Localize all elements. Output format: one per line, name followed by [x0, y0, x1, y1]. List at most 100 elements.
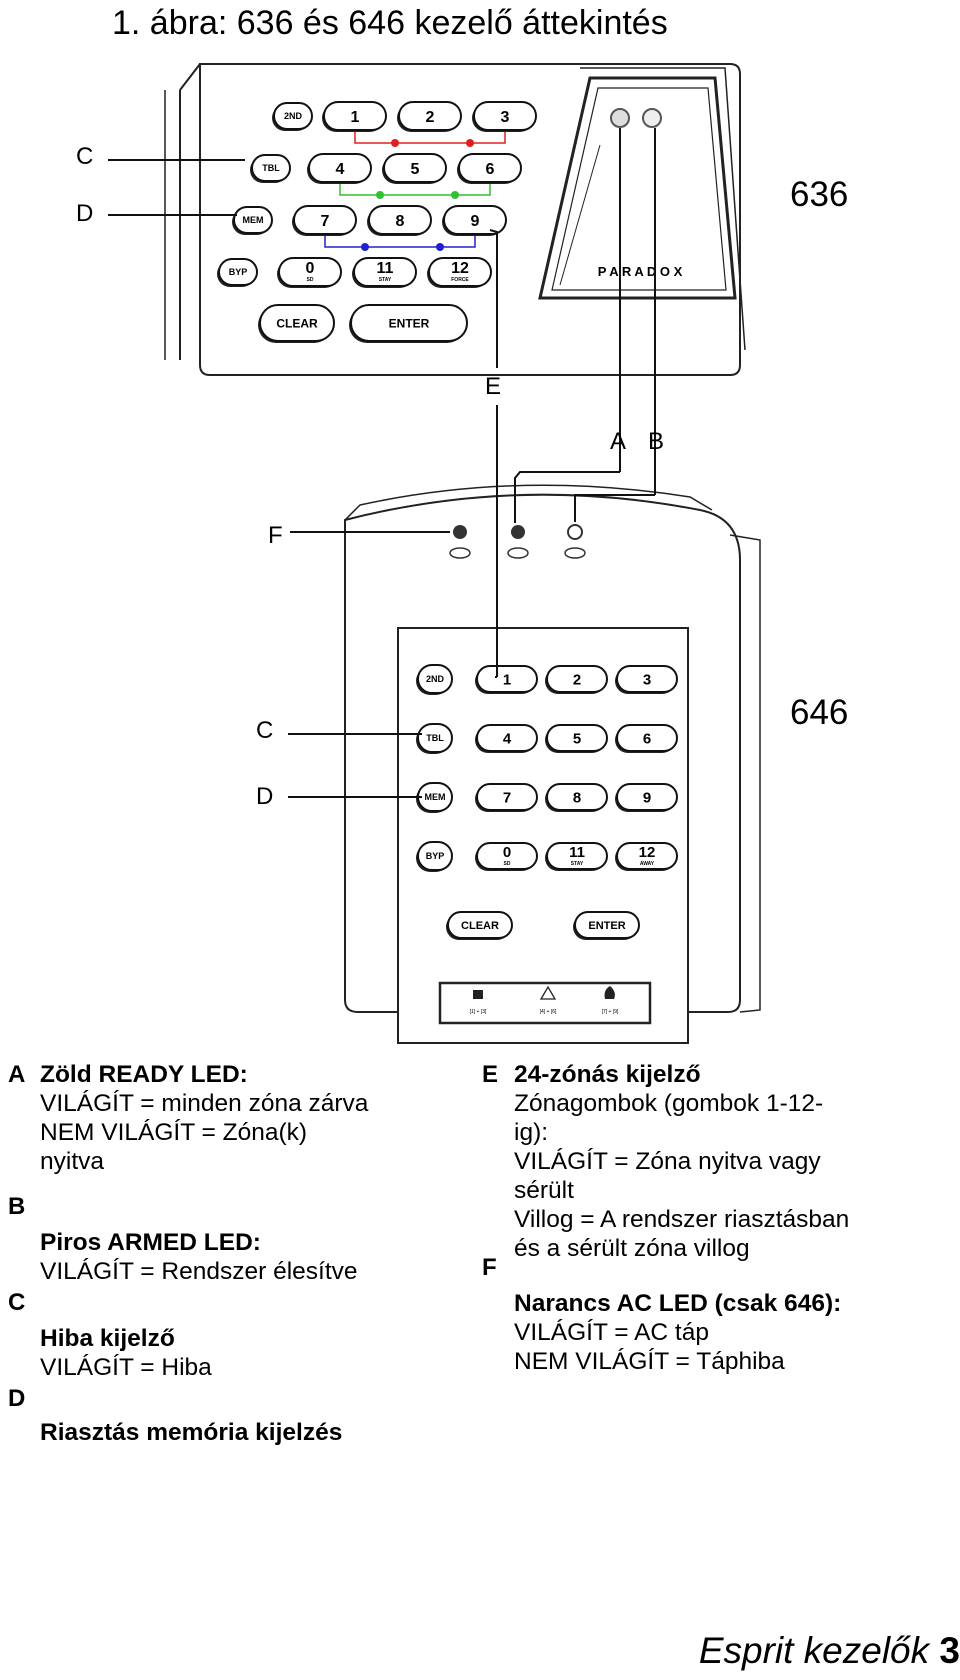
key-5[interactable]: 5: [382, 153, 447, 184]
legend-e-line: és a sérült zóna villog: [514, 1235, 750, 1262]
page-footer: Esprit kezelők 3: [699, 1630, 960, 1672]
key-646-enter-label: ENTER: [588, 920, 625, 932]
legend-f-head: Narancs AC LED (csak 646):: [514, 1290, 842, 1317]
key-0[interactable]: 0SD: [277, 257, 342, 288]
key-646-tbl[interactable]: TBL: [416, 723, 453, 754]
callout-a: A: [610, 428, 627, 455]
key-7[interactable]: 7: [292, 205, 357, 236]
key-646-4-face: [476, 724, 538, 752]
legend-f-line: VILÁGÍT = AC táp: [514, 1319, 709, 1346]
key-646-enter-face: [574, 911, 640, 939]
key-646-3[interactable]: 3: [615, 665, 678, 694]
key-2nd[interactable]: 2ND: [272, 102, 313, 131]
key-8-label: 8: [396, 213, 405, 230]
key-8-face: [368, 205, 432, 235]
key-4[interactable]: 4: [307, 153, 372, 184]
key-6[interactable]: 6: [457, 153, 522, 184]
key-646-12-sublabel: AWAY: [640, 861, 655, 867]
key-646-9-label: 9: [643, 789, 651, 806]
key-646-6[interactable]: 6: [615, 724, 678, 753]
key-3[interactable]: 3: [472, 101, 537, 132]
legend-e-line: Zónagombok (gombok 1-12-: [514, 1090, 824, 1117]
key-2nd-face: [273, 102, 313, 130]
key-tbl[interactable]: TBL: [250, 154, 291, 183]
key-646-mem-label: MEM: [425, 792, 446, 802]
key-byp[interactable]: BYP: [217, 258, 258, 287]
key-646-11-label: 11: [569, 844, 585, 861]
key-clear-face: [259, 304, 335, 342]
model-646-label: 646: [790, 693, 849, 732]
key-2-label: 2: [426, 109, 435, 126]
key-byp-label: BYP: [229, 267, 248, 277]
key-2-face: [398, 101, 462, 131]
key-646-4[interactable]: 4: [475, 724, 538, 753]
key-646-6-label: 6: [643, 730, 651, 747]
key-0-face: [278, 257, 342, 287]
key-646-byp[interactable]: BYP: [416, 841, 453, 872]
key-646-2-label: 2: [573, 671, 581, 688]
key-5-label: 5: [411, 161, 420, 178]
key-646-7-label: 7: [503, 789, 511, 806]
key-12-sublabel: FORCE: [451, 277, 469, 283]
key-646-clear-face: [447, 911, 513, 939]
key-2nd-label: 2ND: [284, 111, 303, 121]
paradox-logo: P A R A D O X: [598, 264, 683, 279]
callout-lines: [108, 128, 656, 798]
key-646-1-label: 1: [503, 671, 511, 688]
key-646-8[interactable]: 8: [545, 783, 608, 812]
legend-b-line: VILÁGÍT = Rendszer élesítve: [40, 1258, 358, 1285]
key-2[interactable]: 2: [397, 101, 462, 132]
legend-e-head: 24-zónás kijelző: [514, 1061, 701, 1088]
panic-label: [1] + [3]: [470, 1009, 487, 1015]
key-9-face: [443, 205, 507, 235]
key-646-2nd-label: 2ND: [426, 674, 445, 684]
key-1-label: 1: [351, 109, 360, 126]
callout-f: F: [268, 522, 283, 549]
key-5-face: [383, 153, 447, 183]
key-646-12-label: 12: [639, 844, 656, 861]
key-1[interactable]: 1: [322, 101, 387, 132]
key-8[interactable]: 8: [367, 205, 432, 236]
key-mem-face: [233, 206, 273, 234]
key-646-1[interactable]: 1: [475, 665, 538, 694]
key-646-2nd[interactable]: 2ND: [416, 664, 453, 695]
key-9[interactable]: 9: [442, 205, 507, 236]
key-646-7[interactable]: 7: [475, 783, 538, 812]
leds-646: [449, 524, 586, 559]
key-646-11-sublabel: STAY: [571, 861, 584, 867]
key-mem[interactable]: MEM: [232, 206, 273, 235]
key-enter[interactable]: ENTER: [349, 304, 468, 343]
key-enter-face: [350, 304, 468, 342]
key-6-label: 6: [486, 161, 495, 178]
key-646-5[interactable]: 5: [545, 724, 608, 753]
key-0-label: 0: [306, 260, 315, 277]
key-enter-label: ENTER: [389, 316, 430, 330]
key-646-clear[interactable]: CLEAR: [446, 911, 513, 940]
key-11-face: [353, 257, 417, 287]
legend-letter-a: A: [8, 1061, 26, 1088]
key-646-12-face: [616, 842, 678, 870]
key-646-9[interactable]: 9: [615, 783, 678, 812]
model-636-label: 636: [790, 175, 849, 214]
legend-e-line: ig):: [514, 1119, 549, 1146]
key-clear-label: CLEAR: [276, 316, 318, 330]
key-646-2nd-face: [417, 664, 453, 694]
key-646-2-face: [546, 665, 608, 693]
key-646-enter[interactable]: ENTER: [573, 911, 640, 940]
footer-text: Esprit kezelők: [698, 1630, 930, 1671]
callout-b: B: [648, 428, 665, 455]
key-9-label: 9: [471, 213, 480, 230]
key-646-4-label: 4: [503, 730, 512, 747]
key-646-0[interactable]: 0SD: [475, 842, 538, 871]
key-646-2[interactable]: 2: [545, 665, 608, 694]
panic-icons: [473, 985, 615, 1000]
key-clear[interactable]: CLEAR: [258, 304, 335, 343]
legend-a-line: NEM VILÁGÍT = Zóna(k): [40, 1119, 308, 1146]
page-title: 1. ábra: 636 és 646 kezelő áttekintés: [112, 4, 668, 42]
key-646-0-label: 0: [503, 844, 511, 861]
